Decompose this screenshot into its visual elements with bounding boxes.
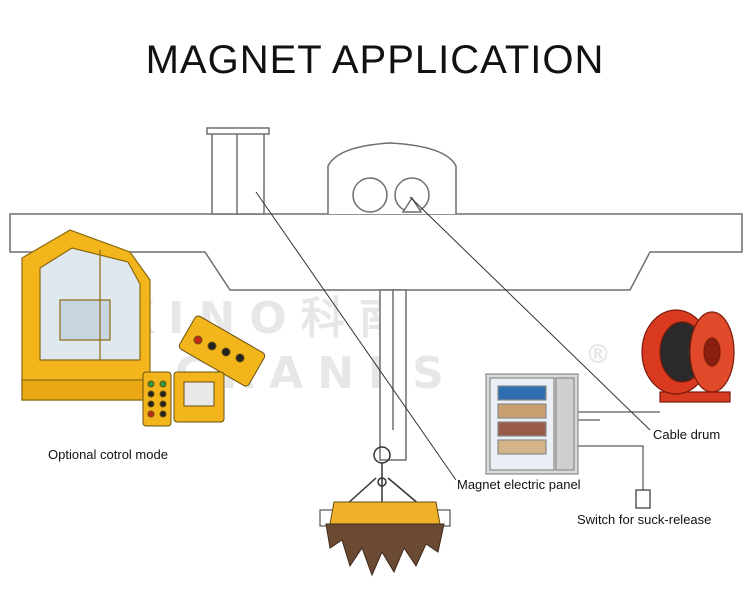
hook-and-chains [345, 446, 421, 506]
control-cabin [21, 229, 151, 401]
leader-lines [255, 191, 660, 490]
trolley-housing [327, 142, 457, 214]
suck-release-switch [635, 489, 651, 509]
pendant-control [178, 315, 266, 387]
label-cable-drum: Cable drum [653, 427, 721, 442]
electromagnet [319, 501, 451, 577]
magnet-electric-panel [485, 373, 579, 475]
remote-control [142, 371, 225, 427]
scrap-metal [325, 523, 445, 577]
diagram-title: MAGNET APPLICATION [145, 38, 605, 82]
label-magnet-electric-panel: Magnet electric panel [457, 477, 581, 492]
label-control-mode: Optional cotrol mode [48, 447, 168, 462]
cable-drum [641, 309, 735, 403]
cabin-column [206, 127, 270, 215]
label-switch: Switch for suck-release [577, 512, 712, 527]
watermark-registered-mark: ® [585, 340, 611, 370]
hoist-column [379, 289, 407, 461]
